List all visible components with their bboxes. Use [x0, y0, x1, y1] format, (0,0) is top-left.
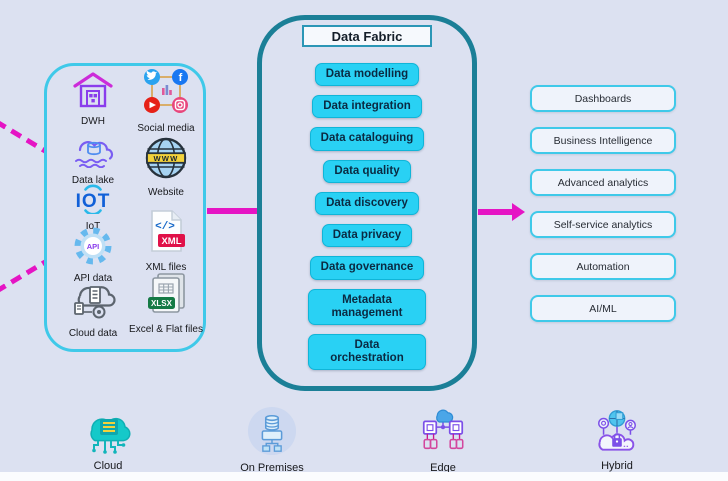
deployment-hybrid: Hybrid — [567, 406, 667, 472]
fabric-to-outputs-arrow — [478, 209, 514, 215]
output-business-intelligence: Business Intelligence — [530, 127, 676, 154]
source-item-dwh: DWH — [56, 71, 130, 127]
deployment-label-cloud: Cloud — [93, 460, 123, 472]
source-label-dwh: DWH — [81, 116, 105, 127]
dashed-connector-bottom — [0, 259, 48, 294]
cloud-data-icon — [69, 279, 117, 321]
warehouse-icon — [72, 71, 114, 109]
website-globe-icon: WWW — [144, 136, 188, 180]
svg-text:XLSX: XLSX — [151, 299, 173, 308]
deployment-on-premises: On Premises — [222, 406, 322, 474]
deployment-edge: Edge — [393, 406, 493, 474]
output-ai-ml: AI/ML — [530, 295, 676, 322]
source-item-data-lake: Data lake — [56, 134, 130, 186]
sources-to-fabric-arrow — [207, 208, 259, 214]
data-fabric-title: Data Fabric — [302, 25, 432, 47]
capability-data-modelling: Data modelling — [314, 63, 420, 87]
source-label-cloud-data: Cloud data — [68, 328, 118, 339]
capability-data-privacy: Data privacy — [321, 224, 413, 248]
capability-data-integration: Data integration — [312, 95, 422, 119]
outputs-list: Dashboards Business Intelligence Advance… — [530, 85, 676, 337]
source-label-website: Website — [148, 187, 184, 198]
source-label-xml-files: XML files — [145, 262, 187, 273]
source-item-xml-files: </> XML XML files — [121, 209, 211, 273]
excel-file-icon: XLSX — [144, 271, 188, 317]
svg-text:f: f — [179, 72, 183, 84]
deployment-label-edge: Edge — [430, 462, 456, 474]
svg-text:IOT: IOT — [76, 191, 111, 212]
deployment-label-hybrid: Hybrid — [601, 460, 633, 472]
hybrid-icon — [588, 406, 646, 454]
capability-data-orchestration: Data orchestration — [308, 333, 426, 371]
data-fabric-panel: Data Fabric Data modelling Data integrat… — [257, 15, 477, 391]
bottom-white-strip — [0, 472, 728, 481]
source-label-data-lake: Data lake — [71, 175, 115, 186]
data-lake-icon — [70, 134, 116, 169]
capability-data-discovery: Data discovery — [315, 191, 419, 216]
source-item-social-media: f Social media — [121, 66, 211, 134]
source-label-excel-files: Excel & Flat files — [129, 324, 203, 335]
capability-data-quality: Data quality — [323, 159, 411, 183]
edge-icon — [414, 406, 472, 456]
deployment-label-on-premises: On Premises — [240, 462, 304, 474]
svg-text:XML: XML — [161, 236, 181, 247]
capability-data-cataloguing: Data cataloguing — [309, 127, 425, 151]
xml-file-icon: </> XML — [146, 209, 186, 255]
cloud-icon — [80, 406, 136, 454]
source-label-api-data: API data — [73, 273, 113, 284]
svg-text:API: API — [87, 242, 100, 251]
source-item-cloud-data: Cloud data — [56, 279, 130, 339]
on-premises-icon — [247, 406, 297, 456]
source-item-website: WWW Website — [121, 136, 211, 198]
deployment-cloud: Cloud — [58, 406, 158, 472]
source-label-social-media: Social media — [137, 123, 195, 134]
data-sources-panel: DWH f Soc — [44, 63, 206, 352]
svg-text:</>: </> — [155, 221, 175, 233]
api-gear-icon: API — [73, 226, 113, 266]
source-item-api-data: API API data — [56, 226, 130, 284]
output-self-service-analytics: Self-service analytics — [530, 211, 676, 238]
source-item-iot: IOT IoT — [56, 184, 130, 232]
output-advanced-analytics: Advanced analytics — [530, 169, 676, 196]
capability-list: Data modelling Data integration Data cat… — [262, 63, 472, 371]
iot-icon: IOT — [67, 184, 119, 216]
output-dashboards: Dashboards — [530, 85, 676, 112]
social-media-icon: f — [141, 66, 191, 116]
source-label-iot: IoT — [85, 221, 101, 232]
svg-text:WWW: WWW — [153, 154, 178, 163]
capability-metadata-management: Metadata management — [308, 288, 426, 325]
fabric-to-outputs-arrowhead — [512, 203, 525, 221]
dashed-connector-top — [0, 119, 48, 154]
output-automation: Automation — [530, 253, 676, 280]
capability-data-governance: Data governance — [309, 256, 425, 280]
source-item-excel-files: XLSX Excel & Flat files — [117, 271, 215, 335]
